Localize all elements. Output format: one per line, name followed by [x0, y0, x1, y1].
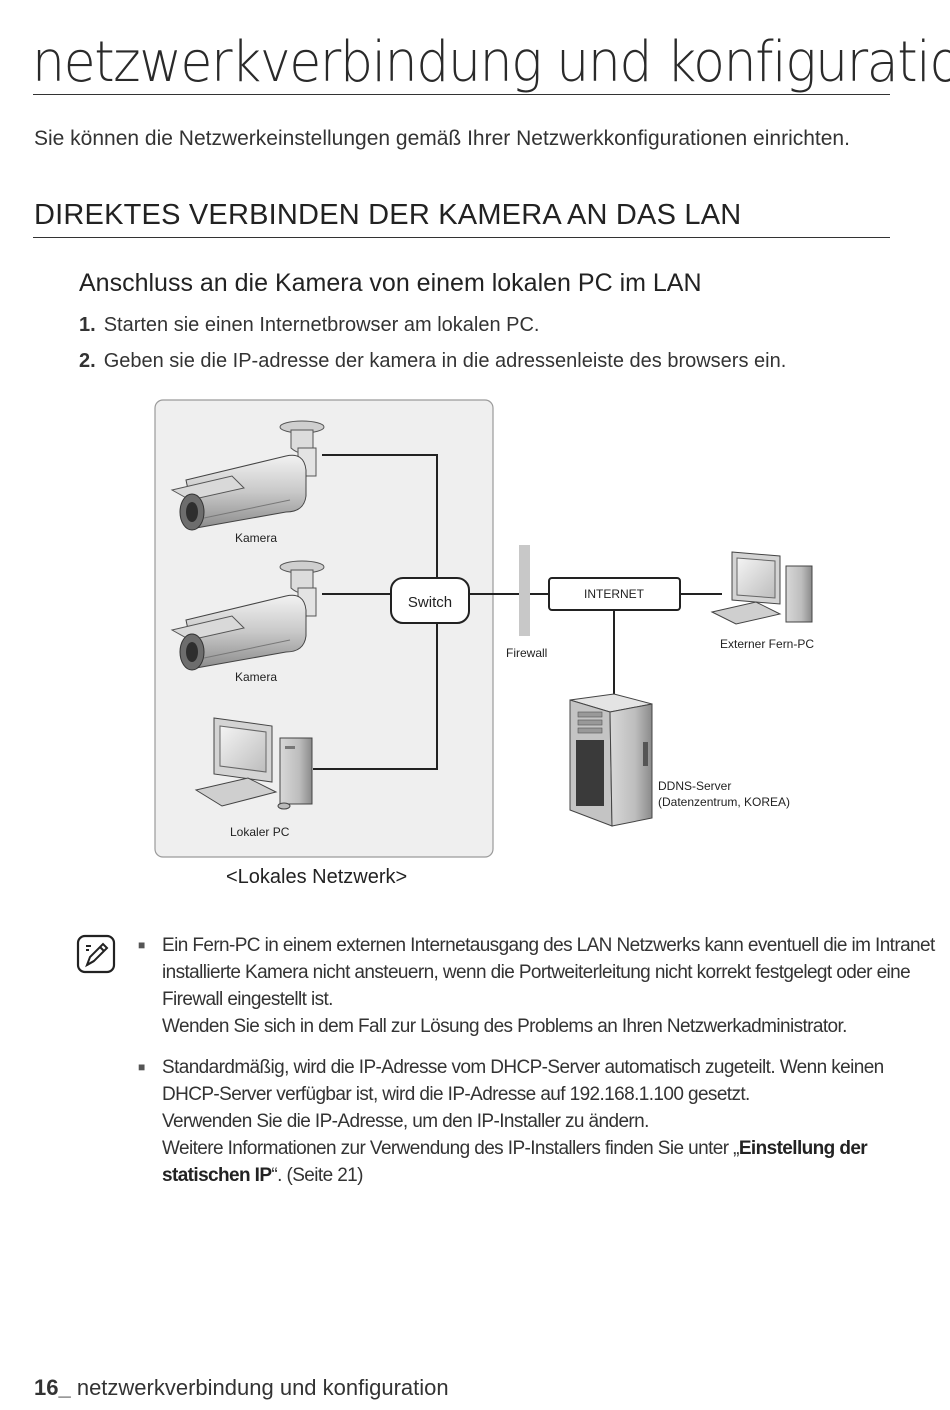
note-item-2: ■ Standardmäßig, wird die IP-Adresse vom…	[138, 1054, 898, 1189]
bullet-square-icon: ■	[138, 1060, 145, 1074]
section-divider	[33, 237, 890, 238]
camera-2-icon	[170, 560, 325, 671]
diagram-caption: <Lokales Netzwerk>	[226, 866, 408, 888]
step-1: 1. Starten sie einen Internetbrowser am l…	[79, 314, 539, 337]
page-number: 16_	[34, 1375, 71, 1400]
note-ref-suffix: “. (Seite 21)	[271, 1165, 363, 1186]
camera-1-label: Kamera	[235, 531, 277, 545]
notes-list: ■ Ein Fern-PC in einem externen Internet…	[138, 932, 935, 1203]
internet-box	[548, 577, 681, 611]
ddns-label-line2: (Datenzentrum, KOREA)	[658, 795, 790, 809]
note-line: Wenden Sie sich in dem Fall zur Lösung d…	[162, 1016, 847, 1037]
note-reference-line: Weitere Informationen zur Verwendung des…	[162, 1135, 898, 1162]
internet-label: INTERNET	[584, 587, 645, 601]
step-number: 1.	[79, 314, 96, 336]
ddns-server-icon	[569, 693, 653, 827]
step-text: Geben sie die IP-adresse der kamera in d…	[103, 350, 787, 372]
page-title: netzwerkverbindung und konfiguration	[32, 30, 950, 95]
page-footer: 16_ netzwerkverbindung und konfiguration	[34, 1375, 449, 1401]
title-divider	[33, 94, 890, 95]
intro-text: Sie können die Netzwerkeinstellungen gem…	[34, 127, 850, 150]
footer-text: netzwerkverbindung und konfiguration	[70, 1375, 449, 1400]
local-pc-label: Lokaler PC	[230, 825, 290, 839]
remote-pc-icon	[710, 551, 813, 625]
note-ref-link-part1: Einstellung der	[738, 1138, 868, 1159]
remote-pc-label: Externer Fern-PC	[720, 637, 814, 651]
camera-1-icon	[170, 420, 325, 531]
firewall-bar	[519, 545, 530, 636]
note-line: DHCP-Server verfügbar ist, wird die IP-A…	[162, 1084, 750, 1105]
step-2: 2. Geben sie die IP-adresse der kamera in…	[79, 350, 786, 373]
step-number: 2.	[79, 350, 96, 372]
note-ref-link-part2: statischen IP	[162, 1165, 272, 1186]
note-line: Verwenden Sie die IP-Adresse, um den IP-…	[162, 1111, 649, 1132]
section-heading: DIREKTES VERBINDEN DER KAMERA AN DAS LAN	[34, 199, 742, 231]
note-line: Firewall eingestellt ist.	[162, 989, 333, 1010]
ddns-label-line1: DDNS-Server	[658, 779, 731, 793]
switch-box	[390, 577, 470, 624]
note-pencil-icon	[76, 934, 116, 974]
switch-label: Switch	[408, 594, 452, 611]
network-diagram: Kamera Kamera Lokaler PC Switch Firewall…	[154, 399, 814, 858]
note-reference-line-2: statischen IP“. (Seite 21)	[162, 1162, 898, 1189]
local-pc-icon	[194, 717, 313, 810]
note-line: installierte Kamera nicht ansteuern, wen…	[162, 962, 911, 983]
bullet-square-icon: ■	[138, 938, 145, 952]
connection-lines	[313, 454, 722, 770]
subsection-heading: Anschluss an die Kamera von einem lokale…	[79, 269, 702, 297]
note-ref-prefix: Weitere Informationen zur Verwendung des…	[162, 1138, 739, 1159]
note-item-1: ■ Ein Fern-PC in einem externen Internet…	[138, 932, 935, 1040]
step-text: Starten sie einen Internetbrowser am lok…	[103, 314, 540, 336]
camera-2-label: Kamera	[235, 670, 277, 684]
note-line: Standardmäßig, wird die IP-Adresse vom D…	[162, 1057, 884, 1078]
note-line: Ein Fern-PC in einem externen Internetau…	[162, 935, 935, 956]
firewall-label: Firewall	[506, 646, 547, 660]
